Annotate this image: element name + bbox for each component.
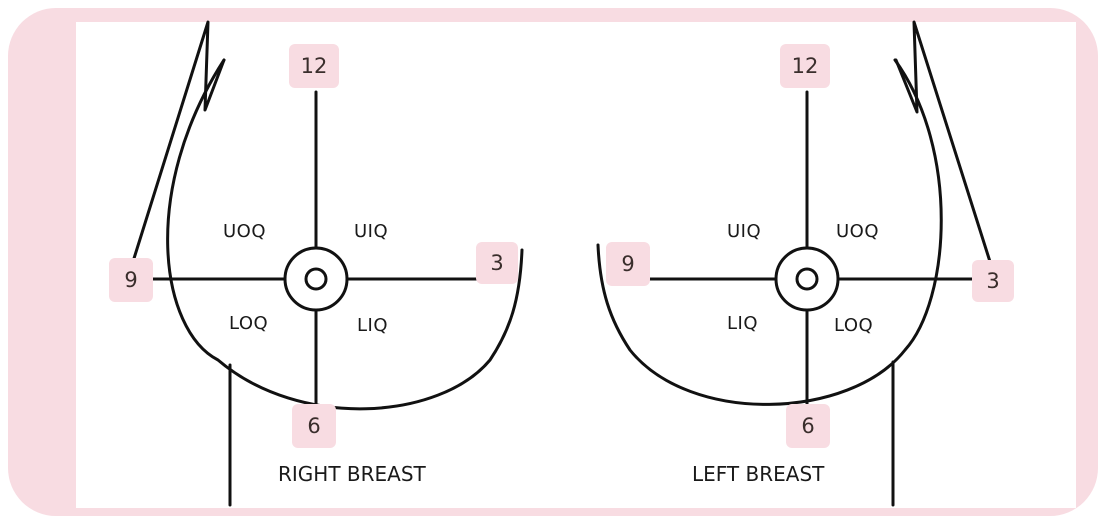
right-nipple <box>304 267 328 291</box>
right-arm-line <box>129 20 226 270</box>
left-breast-outline <box>596 58 943 406</box>
left-clock-6: 6 <box>786 404 830 448</box>
right-breast-outline <box>166 58 524 411</box>
left-breast-title: LEFT BREAST <box>692 462 825 486</box>
left-clock-9: 9 <box>606 242 650 286</box>
left-quadrant-uiq: UIQ <box>727 221 762 242</box>
left-nipple <box>795 267 819 291</box>
right-quadrant-liq: LIQ <box>357 315 389 336</box>
left-quadrant-loq: LOQ <box>834 315 874 336</box>
right-clock-9: 9 <box>109 258 153 302</box>
right-quadrant-uoq: UOQ <box>223 221 267 242</box>
right-clock-12: 12 <box>289 44 339 88</box>
right-clock-6: 6 <box>292 404 336 448</box>
diagram-panel <box>76 22 1076 508</box>
right-breast-title: RIGHT BREAST <box>278 462 426 486</box>
left-quadrant-liq: LIQ <box>727 313 759 334</box>
right-clock-3: 3 <box>476 242 518 284</box>
left-quadrant-uoq: UOQ <box>836 221 880 242</box>
left-clock-3: 3 <box>972 260 1014 302</box>
right-quadrant-loq: LOQ <box>229 313 269 334</box>
right-quadrant-uiq: UIQ <box>354 221 389 242</box>
left-clock-12: 12 <box>780 44 830 88</box>
left-arm-line <box>894 20 994 270</box>
